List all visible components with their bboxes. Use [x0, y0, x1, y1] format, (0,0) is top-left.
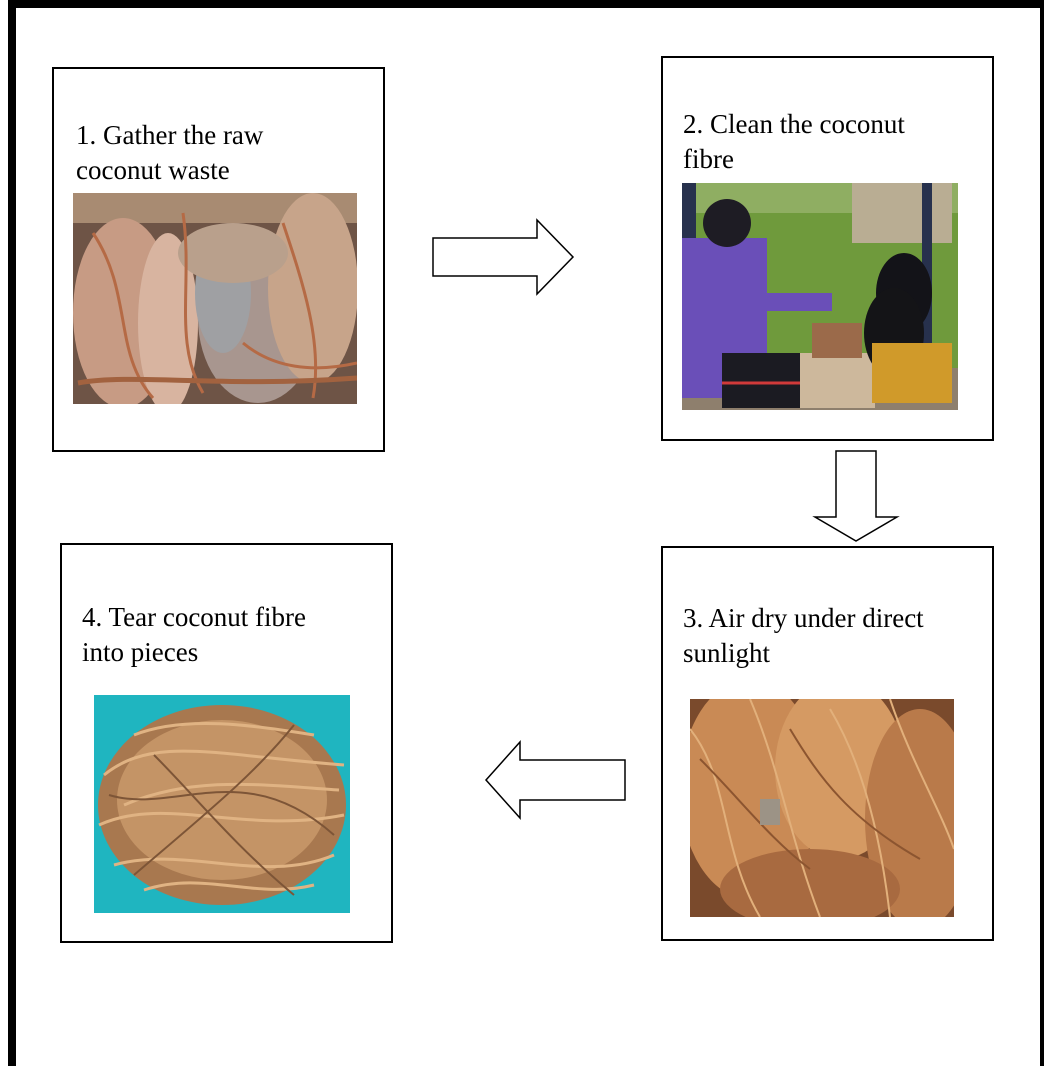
step-3-text: Air dry under direct sunlight	[683, 603, 924, 668]
step-3-label: 3. Air dry under direct sunlight	[683, 566, 924, 671]
step-2-number: 2.	[683, 109, 703, 139]
step-1-label: 1. Gather the raw coconut waste	[76, 83, 263, 188]
step-3-number: 3.	[683, 603, 703, 633]
step-3-photo	[690, 699, 954, 917]
step-1-number: 1.	[76, 120, 96, 150]
page-border-top	[8, 0, 1044, 8]
arrow-right-icon	[431, 218, 577, 296]
page-border-left	[8, 0, 16, 1066]
step-3-box: 3. Air dry under direct sunlight	[661, 546, 994, 941]
step-2-text: Clean the coconut fibre	[683, 109, 905, 174]
step-2-box: 2. Clean the coconut fibre	[661, 56, 994, 441]
step-4-label: 4. Tear coconut fibre into pieces	[82, 565, 306, 670]
arrow-down-icon	[811, 449, 901, 543]
page-border-right	[1040, 0, 1044, 1066]
step-2-photo	[682, 183, 958, 410]
step-2-label: 2. Clean the coconut fibre	[683, 72, 905, 177]
step-4-box: 4. Tear coconut fibre into pieces	[60, 543, 393, 943]
step-1-photo	[73, 193, 357, 404]
step-4-photo	[94, 695, 350, 913]
step-1-text: Gather the raw coconut waste	[76, 120, 263, 185]
step-4-number: 4.	[82, 602, 102, 632]
step-1-box: 1. Gather the raw coconut waste	[52, 67, 385, 452]
arrow-left-icon	[484, 740, 629, 820]
step-4-text: Tear coconut fibre into pieces	[82, 602, 306, 667]
